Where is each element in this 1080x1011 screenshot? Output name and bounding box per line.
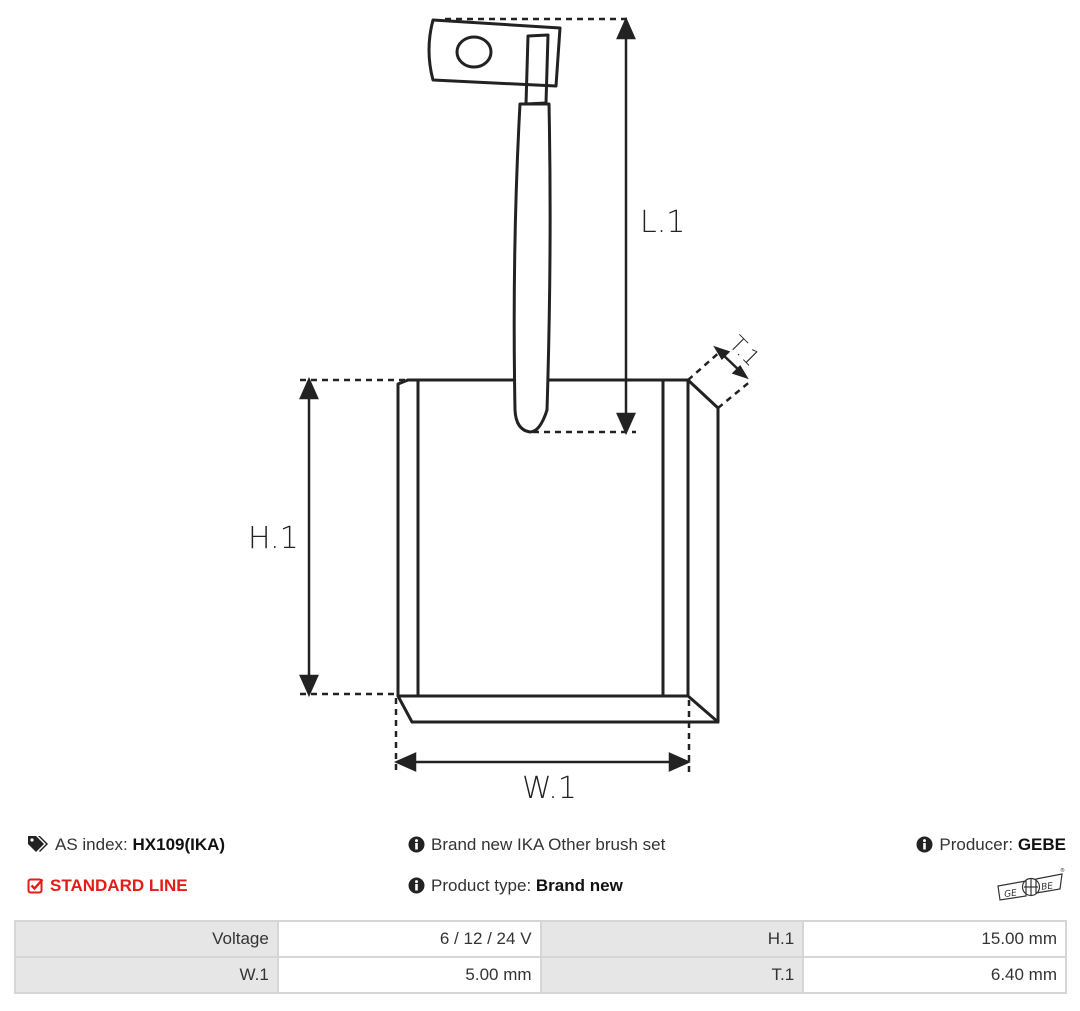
product-line-badge: STANDARD LINE [27, 875, 188, 897]
product-type-value: Brand new [535, 876, 623, 895]
shunt-wire [512, 102, 552, 434]
info-circle-icon [408, 877, 425, 894]
product-type: Product type: Brand new [408, 875, 623, 897]
description-text: Brand new IKA Other brush set [431, 835, 666, 854]
h1-label: H.1 [248, 521, 299, 556]
product-line-text: STANDARD LINE [50, 876, 188, 895]
product-type-label: Product type: [431, 876, 532, 895]
specs-table: Voltage 6 / 12 / 24 V H.1 15.00 mm W.1 5… [14, 920, 1067, 994]
spec-key: Voltage [16, 922, 279, 958]
carbon-block [396, 378, 720, 724]
spec-key: T.1 [541, 958, 805, 992]
t1-label: T.1 [724, 332, 764, 372]
check-square-icon [27, 878, 44, 894]
w1-label: W.1 [522, 771, 577, 806]
tags-icon [28, 836, 48, 852]
as-index: AS index: HX109(IKA) [27, 834, 225, 856]
spec-value: 6 / 12 / 24 V [278, 922, 542, 958]
producer-value: GEBE [1017, 835, 1066, 854]
svg-text:BE: BE [1041, 881, 1054, 893]
spec-value: 5.00 mm [278, 958, 542, 992]
info-circle-icon [408, 836, 425, 853]
spec-key: W.1 [16, 958, 279, 992]
info-circle-icon [916, 836, 933, 853]
as-index-value: HX109(IKA) [132, 835, 226, 854]
l1-label: L.1 [640, 205, 685, 240]
svg-text:GE: GE [1004, 888, 1018, 900]
spec-value: 15.00 mm [804, 922, 1065, 958]
producer-label: Producer: [939, 835, 1014, 854]
gebe-logo: GE BE ® [997, 867, 1065, 901]
terminal-lug [427, 18, 562, 106]
as-index-label: AS index: [55, 835, 128, 854]
spec-value: 6.40 mm [804, 958, 1065, 992]
table-row: Voltage 6 / 12 / 24 V H.1 15.00 mm [16, 922, 1065, 958]
brush-dimension-diagram: L.1 H.1 W.1 T.1 [248, 16, 764, 806]
producer: Producer: GEBE [916, 834, 1066, 856]
product-description: Brand new IKA Other brush set [408, 834, 665, 856]
svg-text:®: ® [1060, 867, 1065, 874]
table-row: W.1 5.00 mm T.1 6.40 mm [16, 958, 1065, 992]
spec-key: H.1 [541, 922, 805, 958]
